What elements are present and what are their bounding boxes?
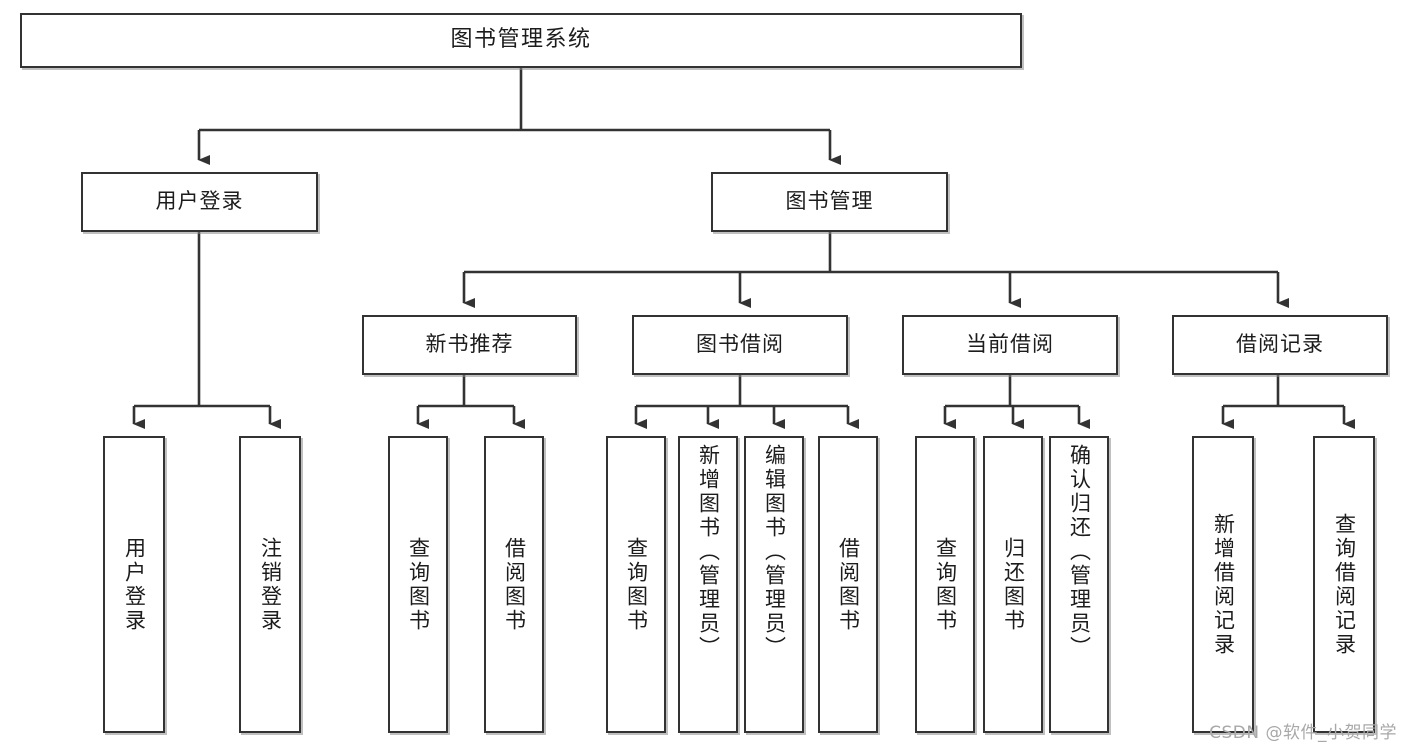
- leaf-user-login-label: 用户登录: [122, 536, 147, 633]
- leaf-add-borrow-record[interactable]: 新增借阅记录: [1192, 436, 1254, 733]
- leaf-user-login[interactable]: 用户登录: [103, 436, 165, 733]
- leaf-borrow-book-recommend[interactable]: 借阅图书: [484, 436, 544, 733]
- node-new-book-recommend-label: 新书推荐: [425, 332, 514, 357]
- node-book-management[interactable]: 图书管理: [711, 172, 948, 232]
- leaf-query-book-recommend[interactable]: 查询图书: [388, 436, 448, 733]
- node-book-management-label: 图书管理: [785, 189, 874, 214]
- leaf-add-book-admin[interactable]: 新增图书（管理员）: [678, 436, 738, 733]
- leaf-confirm-return-admin[interactable]: 确认归还（管理员）: [1049, 436, 1109, 733]
- node-book-borrow[interactable]: 图书借阅: [632, 315, 848, 375]
- leaf-query-borrow-record[interactable]: 查询借阅记录: [1313, 436, 1375, 733]
- leaf-borrow-book[interactable]: 借阅图书: [818, 436, 878, 733]
- leaf-query-book-current-label: 查询图书: [933, 536, 958, 633]
- node-borrow-record-label: 借阅记录: [1236, 332, 1324, 357]
- leaf-query-book-borrow-label: 查询图书: [624, 536, 649, 633]
- leaf-user-logout-label: 注销登录: [258, 536, 283, 633]
- node-current-borrow-label: 当前借阅: [966, 332, 1054, 357]
- leaf-return-book[interactable]: 归还图书: [983, 436, 1043, 733]
- node-book-borrow-label: 图书借阅: [696, 332, 784, 357]
- node-root[interactable]: 图书管理系统: [20, 13, 1022, 68]
- leaf-query-borrow-record-label: 查询借阅记录: [1332, 512, 1357, 657]
- node-current-borrow[interactable]: 当前借阅: [902, 315, 1118, 375]
- leaf-query-book-recommend-label: 查询图书: [406, 536, 431, 633]
- node-new-book-recommend[interactable]: 新书推荐: [362, 315, 577, 375]
- leaf-borrow-book-label: 借阅图书: [836, 536, 861, 633]
- leaf-borrow-book-recommend-label: 借阅图书: [502, 536, 527, 633]
- leaf-add-borrow-record-label: 新增借阅记录: [1211, 512, 1236, 657]
- leaf-return-book-label: 归还图书: [1001, 536, 1026, 633]
- csdn-watermark: CSDN @软件_小贺同学: [1209, 723, 1397, 743]
- leaf-add-book-admin-label: 新增图书（管理员）: [696, 444, 721, 660]
- leaf-edit-book-admin-label: 编辑图书（管理员）: [762, 444, 787, 660]
- node-user-login[interactable]: 用户登录: [81, 172, 318, 232]
- leaf-query-book-current[interactable]: 查询图书: [915, 436, 975, 733]
- leaf-edit-book-admin[interactable]: 编辑图书（管理员）: [744, 436, 804, 733]
- node-user-login-label: 用户登录: [155, 189, 244, 214]
- leaf-query-book-borrow[interactable]: 查询图书: [606, 436, 666, 733]
- leaf-user-logout[interactable]: 注销登录: [239, 436, 301, 733]
- leaf-confirm-return-admin-label: 确认归还（管理员）: [1067, 444, 1092, 660]
- node-borrow-record[interactable]: 借阅记录: [1172, 315, 1388, 375]
- node-root-label: 图书管理系统: [450, 27, 592, 53]
